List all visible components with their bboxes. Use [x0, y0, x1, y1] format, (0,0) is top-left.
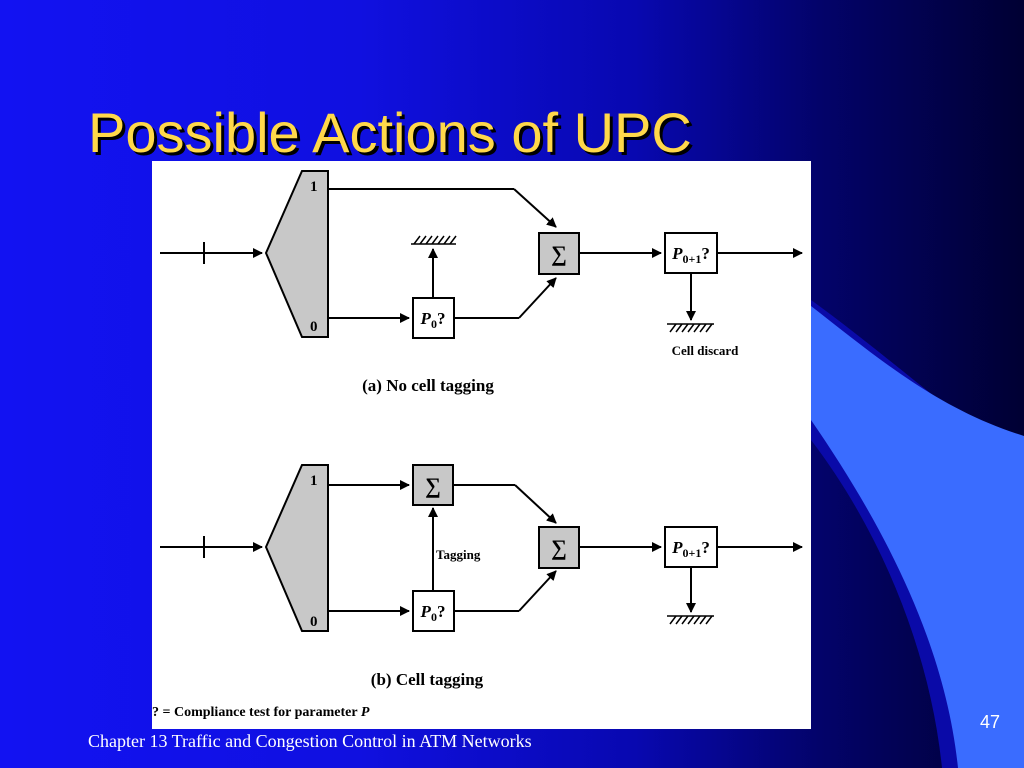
ground-a-p0 [411, 235, 457, 245]
upc-diagram: 1 0 ∑ P0? P0+1? Cell discard (a) No cell… [152, 170, 803, 720]
diagram-panel: 1 0 ∑ P0? P0+1? Cell discard (a) No cell… [152, 161, 811, 729]
caption-a: (a) No cell tagging [362, 376, 494, 395]
footer-text: Chapter 13 Traffic and Congestion Contro… [88, 731, 532, 751]
test-box-p0-a [412, 297, 455, 339]
p01-a-label: P0+1? [671, 244, 710, 266]
ground-b-discard [667, 615, 714, 625]
decor-swoosh-blue [811, 306, 1024, 768]
p01-b-label: P0+1? [671, 538, 710, 560]
switch-a-top-label: 1 [310, 179, 318, 195]
sum-block-b-top [412, 464, 454, 506]
diagram-a [160, 170, 803, 339]
arrow-a-p0-to-sum [518, 277, 557, 319]
switch-a-bottom-label: 0 [310, 319, 318, 335]
caption-b: (b) Cell tagging [371, 670, 484, 689]
switch-b-top-label: 1 [310, 473, 318, 489]
page-number: 47 [980, 712, 1001, 732]
sum-b-symbol: ∑ [551, 535, 567, 560]
sum-block-b [538, 526, 580, 569]
switch-b [264, 464, 329, 632]
sum-b-top-symbol: ∑ [425, 473, 441, 498]
page-title: Possible Actions of UPC [88, 101, 692, 164]
ground-a-discard [667, 323, 714, 333]
sum-a-symbol: ∑ [551, 241, 567, 266]
legend: ? = Compliance test for parameter P [152, 705, 370, 720]
cell-discard-label: Cell discard [672, 343, 740, 358]
diagram-b [160, 464, 803, 632]
switch-b-bottom-label: 0 [310, 614, 318, 630]
switch-a [264, 170, 329, 338]
test-box-p01-b [664, 526, 718, 568]
p0-b-label: P0? [420, 602, 446, 624]
sum-block-a [538, 232, 580, 275]
arrow-b-sumtop-to-sum [514, 484, 557, 524]
tagging-label: Tagging [436, 547, 481, 562]
arrow-b-p0-to-sum [518, 570, 557, 612]
arrow-a-top-to-sum [513, 188, 557, 228]
p0-a-label: P0? [420, 309, 446, 331]
